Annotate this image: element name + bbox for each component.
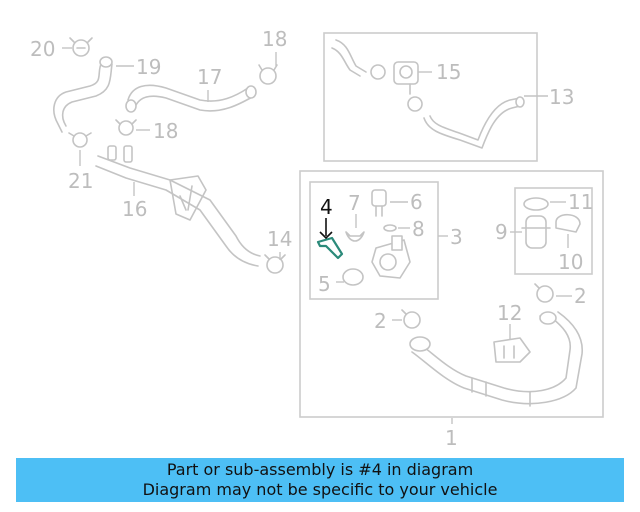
housing-3: [371, 235, 411, 279]
callout-3: 3: [450, 225, 463, 249]
clamp-20: [69, 37, 93, 57]
callout-4: 4: [320, 195, 333, 219]
banner-line-disclaimer: Diagram may not be specific to your vehi…: [142, 480, 498, 499]
callout-18-mid: 18: [153, 119, 178, 143]
callout-17: 17: [197, 65, 222, 89]
oring-5: [342, 268, 364, 286]
info-banner: Part or sub-assembly is #4 in diagram Di…: [16, 458, 624, 502]
clamp-2-right: [534, 283, 554, 303]
callout-10: 10: [558, 250, 583, 274]
frame-1: [299, 170, 604, 418]
clamp-13-low: [407, 96, 423, 112]
clamp-13: [370, 64, 386, 80]
callout-20: 20: [30, 37, 55, 61]
pipe-16: [95, 145, 261, 267]
sensor-6: [371, 189, 387, 217]
callout-5: 5: [318, 272, 331, 296]
hose-17: [125, 84, 257, 113]
oring-8: [383, 224, 397, 232]
callout-13: 13: [549, 85, 574, 109]
oring-11: [523, 197, 549, 211]
clamp-2-left: [401, 309, 421, 329]
bracket-12: [493, 337, 531, 363]
frame-13: [323, 32, 538, 162]
fitting-9: [521, 215, 551, 249]
callout-7: 7: [348, 191, 361, 215]
callout-8: 8: [412, 217, 425, 241]
callout-16: 16: [122, 197, 147, 221]
frame-9: [514, 187, 593, 275]
frame-3: [309, 181, 439, 300]
callout-6: 6: [410, 190, 423, 214]
seal-4: [316, 236, 344, 260]
callout-11: 11: [568, 190, 593, 214]
callout-14: 14: [267, 227, 292, 251]
callout-12: 12: [497, 301, 522, 325]
banner-line-part: Part or sub-assembly is #4 in diagram: [166, 460, 474, 479]
clamp-21: [68, 132, 92, 148]
callout-2-left: 2: [374, 309, 387, 333]
clip-7: [345, 231, 365, 242]
hose-13-upper: [331, 39, 367, 77]
callout-19: 19: [136, 55, 161, 79]
clip-10: [555, 213, 581, 233]
callout-18-top: 18: [262, 27, 287, 51]
valve-15: [393, 61, 419, 95]
clamp-14: [264, 254, 286, 274]
clamp-18-mid: [115, 119, 137, 136]
callout-2-right: 2: [574, 284, 587, 308]
callout-9: 9: [495, 220, 508, 244]
hose-19: [53, 56, 113, 133]
hose-13-lower: [423, 96, 525, 149]
clamp-18-top: [258, 64, 278, 85]
callout-21: 21: [68, 169, 93, 193]
callout-15: 15: [436, 60, 461, 84]
hose-1: [409, 311, 583, 407]
parts-diagram: 20 19 17 18 18 21 16 14 15 13 4 7 6 8 3 …: [30, 27, 604, 450]
callout-1: 1: [445, 426, 458, 450]
